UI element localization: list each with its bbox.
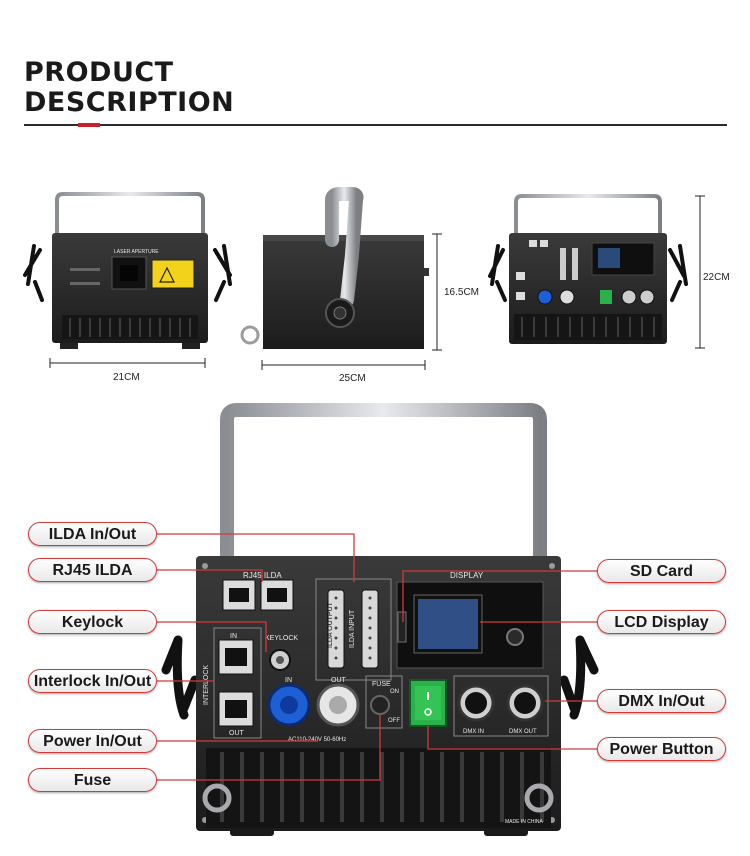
power-out-label: OUT [331, 677, 347, 684]
callout-sd-card: SD Card [597, 559, 726, 583]
callout-keylock: Keylock [28, 610, 157, 634]
side-view [240, 187, 442, 370]
back-panel-large [161, 403, 599, 836]
rj45-panel-label: RJ45 ILDA [243, 571, 282, 580]
power-rating-label: AC110-240V 50-60Hz [288, 737, 346, 743]
display-panel-label: DISPLAY [450, 571, 484, 580]
callout-ilda: ILDA In/Out [28, 522, 157, 546]
callout-power: Power In/Out [28, 729, 157, 753]
made-in-label: MADE IN CHINA [505, 819, 543, 825]
power-in-label: IN [285, 677, 292, 684]
callout-dmx: DMX In/Out [597, 689, 726, 713]
interlock-out-label: OUT [229, 730, 245, 737]
interlock-panel-label: INTERLOCK [203, 665, 210, 705]
callout-leaders [157, 533, 597, 781]
title-line-1: PRODUCT [24, 57, 174, 88]
laser-aperture-label: LASER APERTURE [114, 249, 159, 255]
switch-on-label: ON [390, 689, 399, 695]
ilda-output-label: ILDA OUTPUT [327, 601, 334, 648]
callout-interlock: Interlock In/Out [28, 669, 157, 693]
title-divider-accent [78, 123, 100, 127]
front-view [23, 192, 232, 368]
dimension-height-back: 22CM [703, 272, 730, 283]
callout-fuse: Fuse [28, 768, 157, 792]
callout-power-button: Power Button [597, 737, 726, 761]
dmx-out-label: DMX OUT [509, 729, 537, 735]
back-view-small [488, 194, 705, 349]
keylock-panel-label: KEYLOCK [265, 635, 298, 642]
switch-off-label: OFF [388, 718, 400, 724]
interlock-in-label: IN [230, 633, 237, 640]
dimension-length: 25CM [339, 373, 366, 384]
fuse-panel-label: FUSE [372, 681, 391, 688]
title-divider [24, 124, 727, 126]
title-line-2: DESCRIPTION [24, 87, 235, 118]
callout-lcd: LCD Display [597, 610, 726, 634]
page-title: PRODUCT DESCRIPTION [24, 58, 234, 118]
callout-rj45: RJ45 ILDA [28, 558, 157, 582]
dimension-width: 21CM [113, 372, 140, 383]
dimension-height-side: 16.5CM [444, 287, 480, 298]
ilda-input-label: ILDA INPUT [349, 609, 356, 648]
dmx-in-label: DMX IN [463, 729, 484, 735]
